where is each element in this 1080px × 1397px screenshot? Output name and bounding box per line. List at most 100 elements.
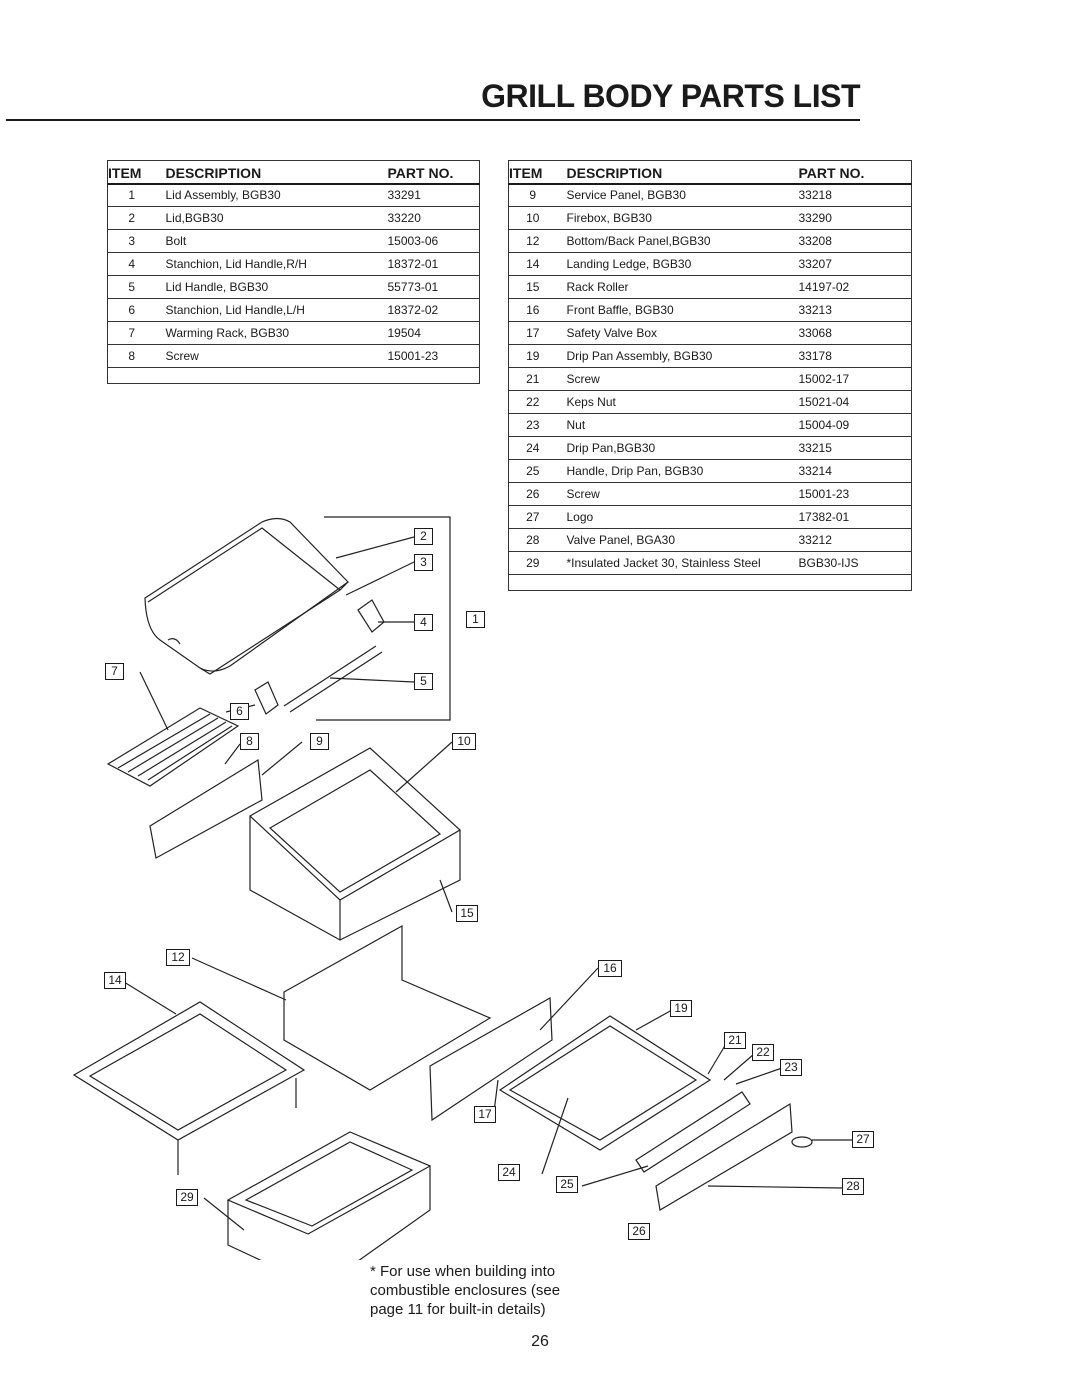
cell-description: Screw	[155, 344, 388, 368]
cell-part-no: 33212	[798, 528, 912, 552]
callout-16: 16	[598, 960, 622, 977]
cell-description: Front Baffle, BGB30	[556, 298, 799, 322]
cell-part-no: 33291	[387, 183, 480, 207]
cell-part-no: 15001-23	[798, 482, 912, 506]
cell-item: 3	[107, 229, 156, 253]
cell-part-no: 15021-04	[798, 390, 912, 414]
exploded-parts-diagram	[72, 516, 854, 1260]
cell-part-no: 17382-01	[798, 505, 912, 529]
cell-description: Lid,BGB30	[155, 206, 388, 230]
drip-pan-handle-drawing	[635, 1091, 751, 1173]
cell-item: 14	[508, 252, 557, 276]
callout-22: 22	[752, 1044, 774, 1061]
cell-item: 29	[508, 551, 557, 575]
stanchion-rh-drawing	[357, 599, 385, 633]
col-header-item: ITEM	[508, 160, 557, 185]
cell-description: Rack Roller	[556, 275, 799, 299]
cell-item: 1	[107, 183, 156, 207]
cell-item: 6	[107, 298, 156, 322]
cell-part-no: 33213	[798, 298, 912, 322]
callout-27: 27	[852, 1131, 874, 1148]
cell-part-no: 14197-02	[798, 275, 912, 299]
callout-29: 29	[176, 1189, 198, 1206]
table-header-row: ITEM DESCRIPTION PART NO.	[107, 160, 480, 185]
callout-17: 17	[474, 1106, 496, 1123]
cell-item: 12	[508, 229, 557, 253]
cell-description: Service Panel, BGB30	[556, 183, 799, 207]
cell-description: Firebox, BGB30	[556, 206, 799, 230]
cell-part-no: 15001-23	[387, 344, 480, 368]
callout-8: 8	[240, 733, 259, 750]
cell-item: 17	[508, 321, 557, 345]
cell-part-no: 33220	[387, 206, 480, 230]
cell-description: Bottom/Back Panel,BGB30	[556, 229, 799, 253]
cell-description: Screw	[556, 367, 799, 391]
cell-part-no: BGB30-IJS	[798, 551, 912, 575]
cell-description: Nut	[556, 413, 799, 437]
stanchion-lh-drawing	[254, 681, 279, 715]
cell-part-no: 18372-02	[387, 298, 480, 322]
cell-item: 27	[508, 505, 557, 529]
cell-description: Valve Panel, BGA30	[556, 528, 799, 552]
callout-23: 23	[780, 1059, 802, 1076]
cell-description: *Insulated Jacket 30, Stainless Steel	[556, 551, 799, 575]
cell-part-no: 33215	[798, 436, 912, 460]
callout-10: 10	[452, 733, 476, 750]
cell-description: Safety Valve Box	[556, 321, 799, 345]
cell-item: 9	[508, 183, 557, 207]
cell-description: Lid Assembly, BGB30	[155, 183, 388, 207]
cell-part-no: 55773-01	[387, 275, 480, 299]
cell-item: 25	[508, 459, 557, 483]
callout-14: 14	[104, 972, 126, 989]
callout-15: 15	[456, 905, 478, 922]
cell-description: Stanchion, Lid Handle,L/H	[155, 298, 388, 322]
cell-part-no: 18372-01	[387, 252, 480, 276]
callout-24: 24	[498, 1164, 520, 1181]
logo-drawing	[791, 1136, 813, 1148]
callout-19: 19	[670, 1000, 692, 1017]
cell-part-no: 33178	[798, 344, 912, 368]
cell-item: 19	[508, 344, 557, 368]
cell-item: 7	[107, 321, 156, 345]
page-title: GRILL BODY PARTS LIST	[481, 78, 860, 114]
title-rule	[6, 119, 860, 121]
cell-description: Keps Nut	[556, 390, 799, 414]
cell-item: 4	[107, 252, 156, 276]
cell-item: 21	[508, 367, 557, 391]
cell-description: Landing Ledge, BGB30	[556, 252, 799, 276]
callout-5: 5	[414, 673, 433, 690]
firebox-drawing	[248, 747, 462, 941]
cell-item: 16	[508, 298, 557, 322]
lid-drawing	[144, 517, 349, 675]
cell-description: Drip Pan,BGB30	[556, 436, 799, 460]
col-header-part-no: PART NO.	[387, 160, 480, 185]
cell-item: 15	[508, 275, 557, 299]
cell-part-no: 33214	[798, 459, 912, 483]
callout-6: 6	[230, 703, 249, 720]
callout-3: 3	[414, 554, 433, 571]
callout-26: 26	[628, 1223, 650, 1240]
callout-9: 9	[310, 733, 329, 750]
cell-description: Logo	[556, 505, 799, 529]
cell-part-no: 19504	[387, 321, 480, 345]
cell-description: Handle, Drip Pan, BGB30	[556, 459, 799, 483]
cell-item: 24	[508, 436, 557, 460]
service-panel-drawing	[149, 758, 263, 859]
col-header-description: DESCRIPTION	[155, 160, 388, 185]
